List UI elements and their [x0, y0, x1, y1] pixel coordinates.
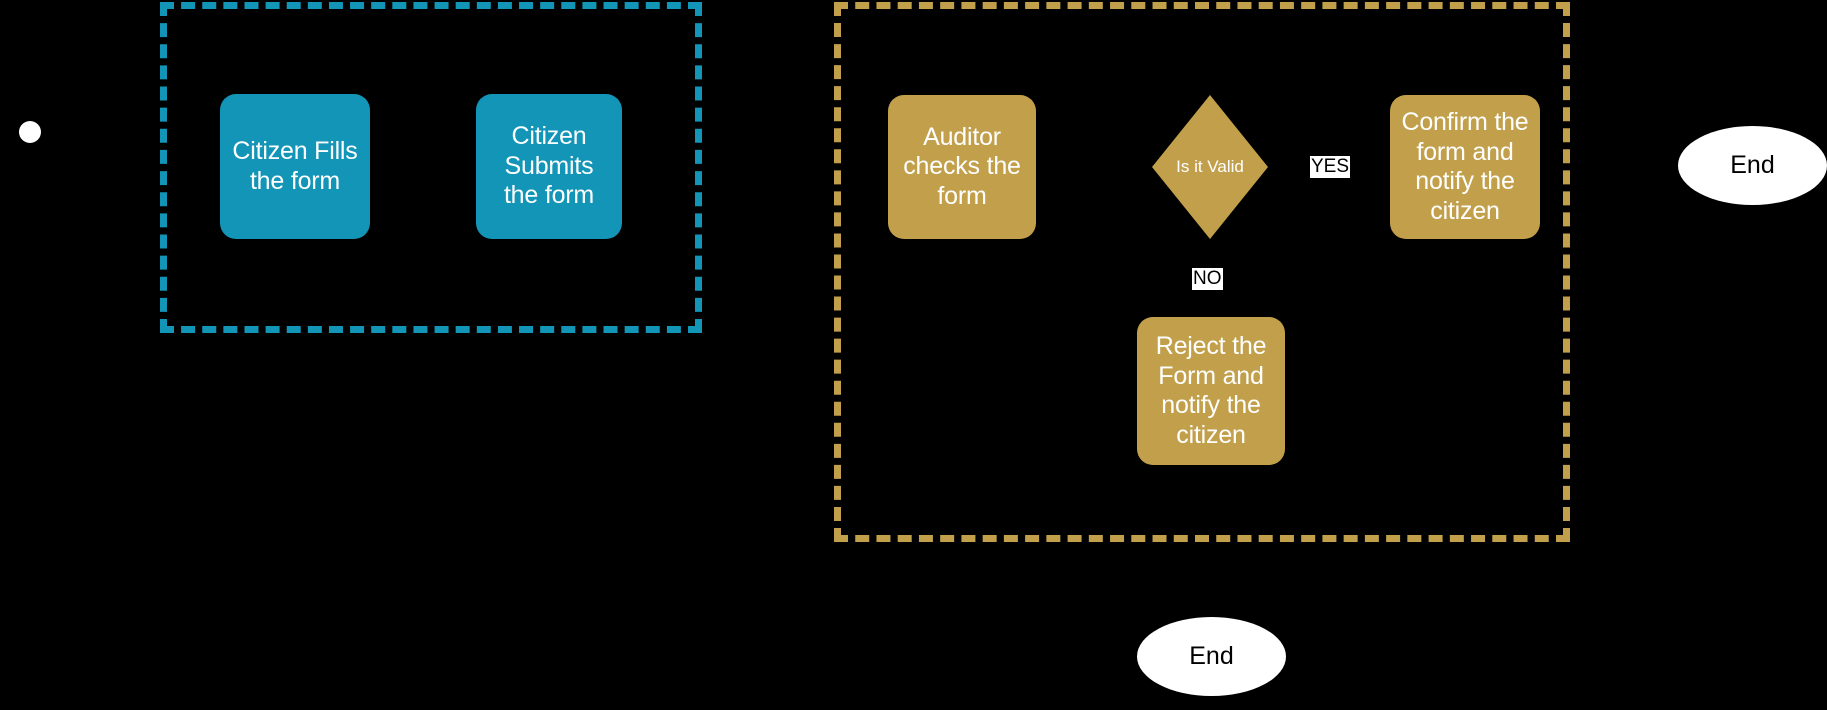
node-label: Reject the Form and notify the citizen [1155, 332, 1267, 449]
node-label: Confirm the form and notify the citizen [1401, 108, 1529, 225]
node-end-right[interactable]: End [1678, 126, 1827, 205]
node-confirm-form[interactable]: Confirm the form and notify the citizen [1390, 95, 1540, 239]
node-label: Is it Valid [1176, 157, 1244, 177]
node-end-bottom[interactable]: End [1137, 617, 1286, 696]
edge-label-yes: YES [1310, 156, 1351, 178]
lane-citizen [160, 2, 702, 333]
node-reject-form[interactable]: Reject the Form and notify the citizen [1137, 317, 1285, 465]
node-label: End [1189, 642, 1234, 670]
node-label: Citizen Fills the form [232, 137, 358, 195]
node-label: End [1730, 151, 1775, 179]
lane-auditor [834, 2, 1570, 542]
node-citizen-submits-form[interactable]: Citizen Submits the form [476, 94, 622, 239]
node-auditor-checks-form[interactable]: Auditor checks the form [888, 95, 1036, 239]
node-label: Citizen Submits the form [503, 122, 595, 210]
node-is-it-valid-decision[interactable]: Is it Valid [1152, 95, 1268, 239]
node-label: Auditor checks the form [903, 122, 1021, 210]
node-citizen-fills-form[interactable]: Citizen Fills the form [220, 94, 370, 239]
start-node[interactable] [19, 121, 41, 143]
edge-label-no: NO [1192, 268, 1223, 290]
